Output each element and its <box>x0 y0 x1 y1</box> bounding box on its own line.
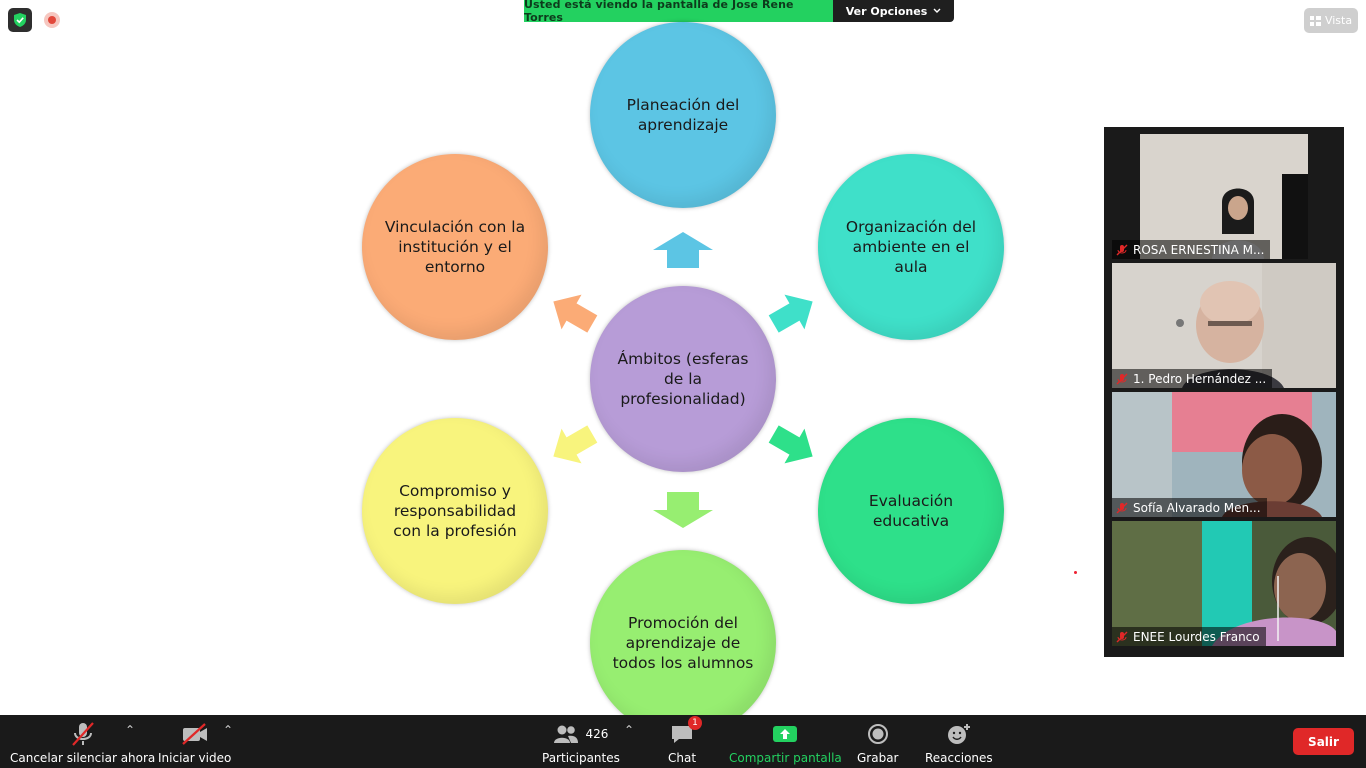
unmute-label: Cancelar silenciar ahora <box>10 751 156 765</box>
participants-options-caret[interactable]: ⌃ <box>624 723 635 737</box>
arrow-up <box>653 232 713 268</box>
node-compromiso-text: Compromiso y responsabilidad con la prof… <box>393 482 517 540</box>
reactions-label: Reacciones <box>925 751 993 765</box>
participant-name-label: Sofía Alvarado Men... <box>1112 498 1267 517</box>
participant-name-label: ROSA ERNESTINA M... <box>1112 240 1271 259</box>
mic-muted-icon <box>1116 502 1128 513</box>
chat-bubble-icon <box>672 726 693 743</box>
leave-meeting-button[interactable]: Salir <box>1293 728 1354 755</box>
share-screen-label: Compartir pantalla <box>729 751 842 765</box>
participant-name-label: ENEE Lourdes Franco <box>1112 627 1266 646</box>
participants-button[interactable]: 426 Participantes <box>542 715 620 768</box>
security-shield-icon[interactable] <box>8 8 32 32</box>
video-tile[interactable]: ROSA ERNESTINA M... <box>1112 134 1336 259</box>
view-options-label: Ver Opciones <box>845 4 928 18</box>
mic-muted-icon <box>1116 373 1128 384</box>
recording-indicator-icon <box>44 12 60 28</box>
node-organizacion-text: Organización del ambiente en el aula <box>845 218 977 276</box>
smiley-plus-icon <box>947 724 970 744</box>
participant-name: ENEE Lourdes Franco <box>1133 629 1260 644</box>
chat-button[interactable]: 1 Chat <box>668 715 703 768</box>
video-tile[interactable]: ENEE Lourdes Franco <box>1112 521 1336 646</box>
screen-share-banner: Usted está viendo la pantalla de Jose Re… <box>524 0 954 24</box>
node-center-text: Ámbitos (esferas de la profesionalidad) <box>617 350 749 408</box>
chat-unread-badge: 1 <box>688 716 703 730</box>
view-label: Vista <box>1324 14 1353 27</box>
participant-video-image <box>1112 392 1336 517</box>
start-video-button[interactable]: Iniciar video <box>158 715 231 768</box>
start-video-label: Iniciar video <box>158 751 232 765</box>
view-options-button[interactable]: Ver Opciones <box>833 0 954 22</box>
participants-icon <box>554 725 579 743</box>
node-planeacion-text: Planeación del aprendizaje <box>626 96 740 134</box>
node-compromiso: Compromiso y responsabilidad con la prof… <box>362 418 548 604</box>
participants-count: 426 <box>585 727 609 741</box>
arrow-lower-right <box>768 425 813 464</box>
share-screen-button[interactable]: Compartir pantalla <box>729 715 842 768</box>
video-tile[interactable]: 1. Pedro Hernández ... <box>1112 263 1336 388</box>
grid-view-icon <box>1309 15 1321 26</box>
node-vinculacion: Vinculación con la institución y el ento… <box>362 154 548 340</box>
arrow-upper-right <box>768 294 813 333</box>
view-button[interactable]: Vista <box>1304 8 1358 33</box>
participant-video-image <box>1112 134 1336 259</box>
node-promocion: Promoción del aprendizaje de todos los a… <box>590 550 776 736</box>
mic-muted-icon <box>1116 631 1128 642</box>
participant-name-label: 1. Pedro Hernández ... <box>1112 369 1273 388</box>
record-label: Grabar <box>857 751 899 765</box>
participant-name: ROSA ERNESTINA M... <box>1133 242 1265 257</box>
unmute-button[interactable]: Cancelar silenciar ahora <box>10 715 155 768</box>
participant-gallery[interactable]: ROSA ERNESTINA M... 1. Pedro Hernández .… <box>1104 127 1344 657</box>
cursor-dot <box>1074 571 1077 574</box>
participant-video-image <box>1112 521 1336 646</box>
share-screen-icon <box>773 726 798 742</box>
arrow-upper-left <box>553 294 598 333</box>
node-planeacion: Planeación del aprendizaje <box>590 22 776 208</box>
meeting-toolbar: Cancelar silenciar ahora ⌃ Iniciar video… <box>0 715 1366 768</box>
node-promocion-text: Promoción del aprendizaje de todos los a… <box>612 614 754 672</box>
participants-label: Participantes <box>542 751 620 765</box>
node-evaluacion: Evaluación educativa <box>818 418 1004 604</box>
arrow-lower-left <box>553 425 598 464</box>
mic-muted-icon <box>1116 244 1128 255</box>
node-organizacion: Organización del ambiente en el aula <box>818 154 1004 340</box>
arrow-down <box>653 492 713 528</box>
record-button[interactable]: Grabar <box>857 715 899 768</box>
node-vinculacion-text: Vinculación con la institución y el ento… <box>384 218 526 276</box>
video-options-caret[interactable]: ⌃ <box>223 723 234 737</box>
node-evaluacion-text: Evaluación educativa <box>868 492 954 530</box>
video-camera-off-icon <box>181 723 207 745</box>
participant-name: 1. Pedro Hernández ... <box>1133 371 1267 386</box>
chat-label: Chat <box>668 751 697 765</box>
video-tile[interactable]: Sofía Alvarado Men... <box>1112 392 1336 517</box>
microphone-muted-icon <box>71 722 94 746</box>
node-center-ambitos: Ámbitos (esferas de la profesionalidad) <box>590 286 776 472</box>
reactions-button[interactable]: Reacciones <box>925 715 993 768</box>
audio-options-caret[interactable]: ⌃ <box>125 723 136 737</box>
chevron-down-icon <box>933 8 941 13</box>
record-icon <box>867 724 888 744</box>
viewing-screen-text: Usted está viendo la pantalla de Jose Re… <box>524 0 833 24</box>
participant-name: Sofía Alvarado Men... <box>1133 500 1261 515</box>
leave-label: Salir <box>1308 734 1339 749</box>
